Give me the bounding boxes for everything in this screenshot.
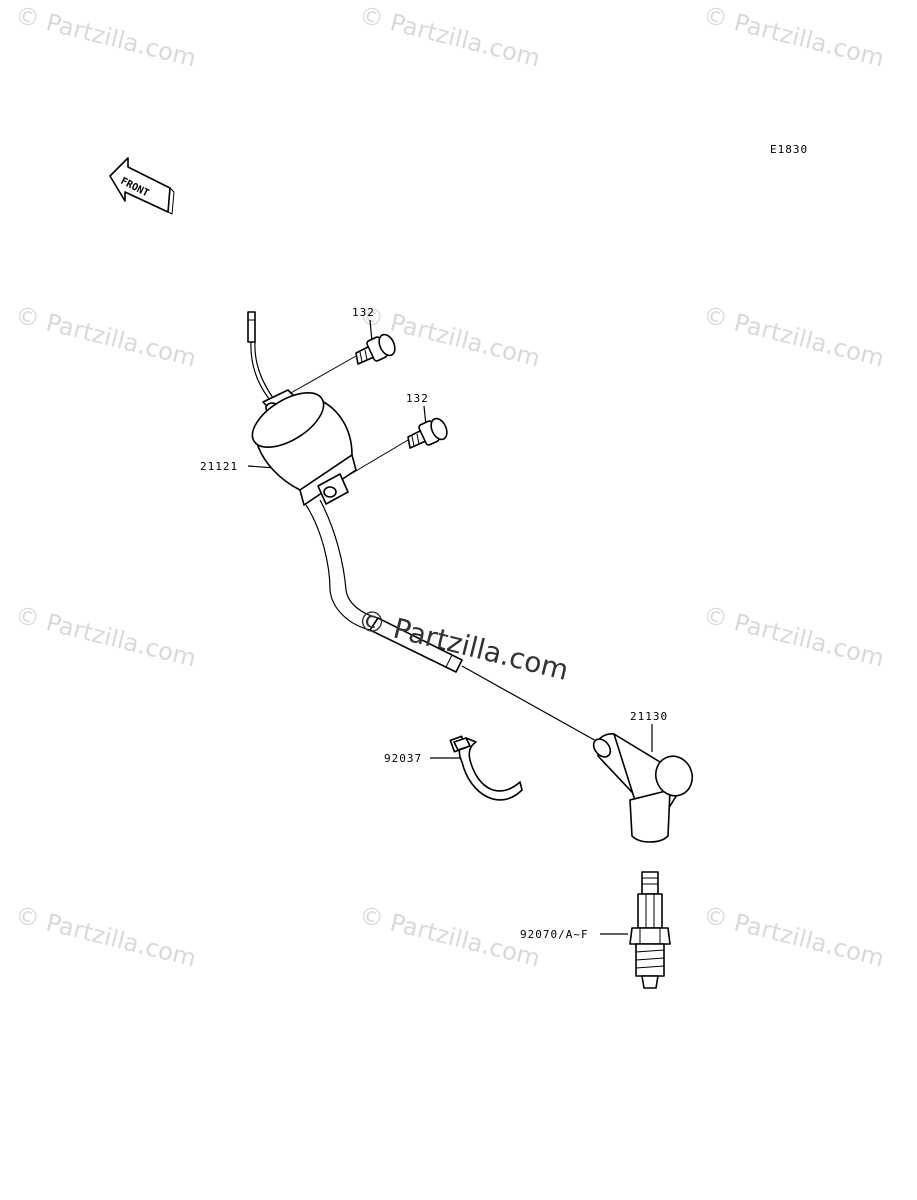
- bolt-upper-axis: [281, 355, 357, 399]
- watermark: © Partzilla.com: [701, 601, 887, 673]
- callout-bolt-lower: 132: [406, 392, 429, 405]
- watermark-center: © Partzilla.com: [354, 603, 572, 687]
- front-arrow-icon: FRONT: [109, 157, 175, 215]
- spark-plug: [629, 871, 671, 989]
- callout-bolt-upper: 132: [352, 306, 375, 319]
- watermark-grid: © Partzilla.com © Partzilla.com © Partzi…: [13, 1, 887, 973]
- watermark: © Partzilla.com: [701, 1, 887, 73]
- ignition-coil: [251, 389, 357, 506]
- watermark: © Partzilla.com: [701, 301, 887, 373]
- spark-plug-cap: [592, 733, 694, 843]
- primary-lead-wire: [247, 311, 274, 401]
- bolt-upper: [355, 333, 396, 365]
- diagram-code: E1830: [770, 143, 808, 156]
- callout-spark-plug: 92070/A~F: [520, 928, 589, 941]
- watermark: © Partzilla.com: [13, 901, 199, 973]
- high-tension-cord: [305, 499, 599, 743]
- watermark: © Partzilla.com: [357, 901, 543, 973]
- watermark: © Partzilla.com: [13, 601, 199, 673]
- watermark: © Partzilla.com: [13, 1, 199, 73]
- band-clamp: [449, 735, 523, 801]
- callout-ignition-coil: 21121: [200, 460, 238, 473]
- watermark: © Partzilla.com: [357, 1, 543, 73]
- bolt-lower: [407, 417, 448, 449]
- watermark: © Partzilla.com: [701, 901, 887, 973]
- callout-band: 92037: [384, 752, 422, 765]
- watermark: © Partzilla.com: [13, 301, 199, 373]
- callout-plug-cap: 21130: [630, 710, 668, 723]
